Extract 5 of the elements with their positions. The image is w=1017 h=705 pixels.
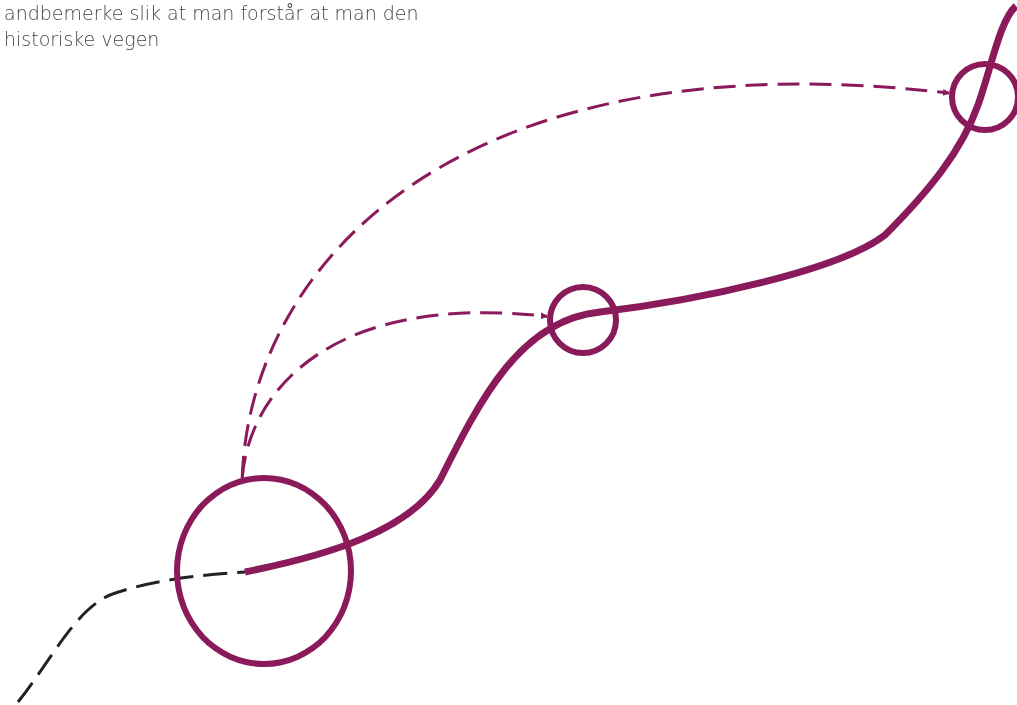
location-circle	[547, 284, 619, 356]
location-circle	[174, 475, 354, 667]
dashed-arrow	[240, 83, 950, 478]
location-circle	[949, 61, 1017, 133]
note-text: andbemerke slik at man forstår at man den historiske vegen	[4, 1, 420, 52]
